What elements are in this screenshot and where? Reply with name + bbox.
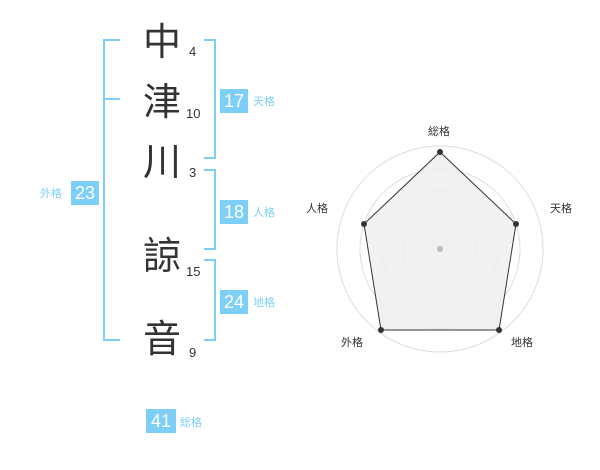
tenkaku-label: 天格 [253, 95, 275, 108]
radar-point-tenkaku [513, 221, 519, 227]
name-char-3: 川 [143, 140, 182, 184]
gaikaku-label: 外格 [40, 187, 62, 200]
radar-point-jinkaku [361, 221, 367, 227]
name-char-1: 中 [143, 20, 182, 64]
jinkaku-bracket [204, 169, 216, 250]
name-char-4: 諒 [143, 234, 182, 278]
radar-center-dot [437, 246, 443, 252]
soukaku-label: 総格 [180, 416, 202, 429]
jinkaku-label: 人格 [253, 206, 275, 219]
stroke-count-1: 4 [189, 44, 197, 59]
radar-label-soukaku: 総格 [428, 125, 450, 138]
chikaku-value: 24 [220, 290, 248, 314]
radar-label-chikaku: 地格 [511, 336, 533, 349]
radar-point-chikaku [496, 327, 502, 333]
radar-label-gaikaku: 外格 [341, 336, 363, 349]
stroke-count-2: 10 [186, 106, 201, 121]
gaikaku-bracket [103, 39, 120, 341]
tenkaku-value: 17 [220, 89, 248, 113]
gaikaku-value: 23 [71, 181, 99, 205]
stroke-count-5: 9 [189, 345, 197, 360]
radar-point-soukaku [437, 149, 443, 155]
stroke-count-4: 15 [186, 264, 201, 279]
name-char-5: 音 [143, 317, 182, 361]
jinkaku-value: 18 [220, 200, 248, 224]
stroke-count-3: 3 [189, 165, 197, 180]
radar-label-tenkaku: 天格 [550, 202, 572, 215]
tenkaku-bracket [204, 39, 216, 159]
radar-ring-outer [336, 145, 544, 353]
soukaku-value: 41 [146, 409, 176, 433]
radar-label-jinkaku: 人格 [306, 202, 328, 215]
radar-point-gaikaku [378, 327, 384, 333]
chikaku-bracket [204, 259, 216, 341]
radar-shape [363, 151, 517, 331]
name-char-2: 津 [143, 80, 182, 124]
chikaku-label: 地格 [253, 296, 275, 309]
